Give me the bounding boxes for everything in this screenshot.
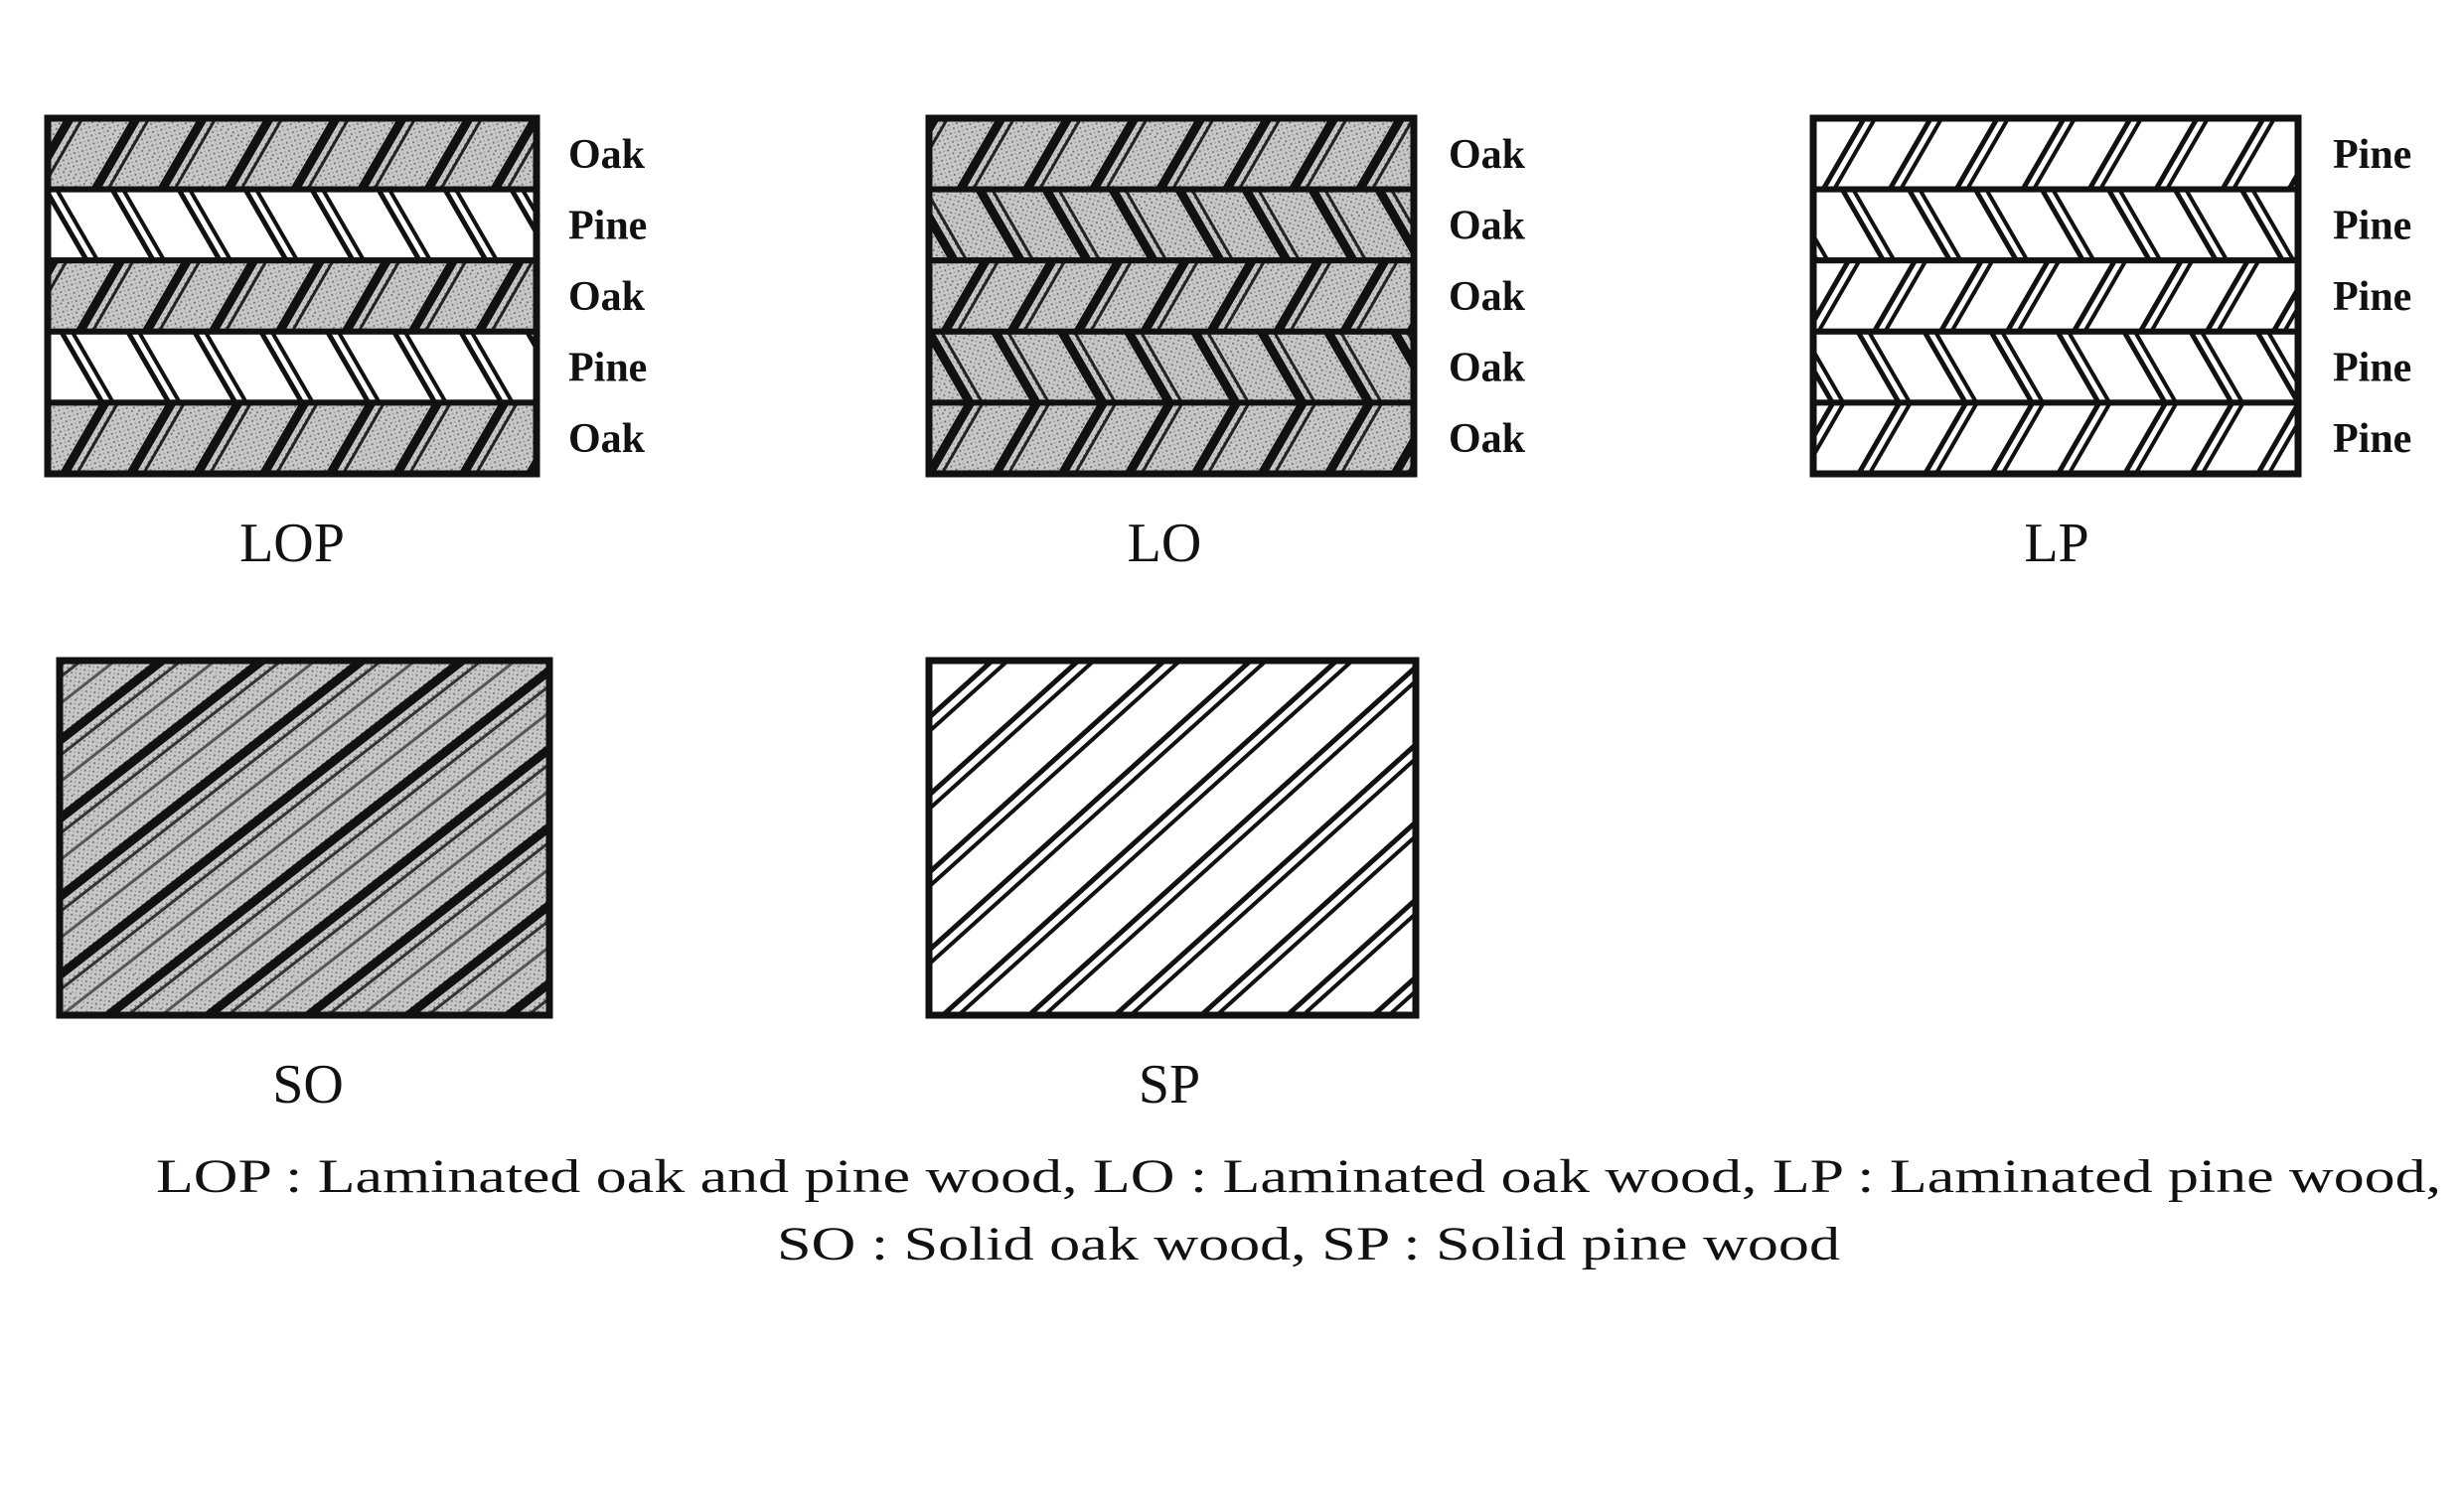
layer-label: Oak bbox=[1449, 346, 1526, 391]
layer-oak bbox=[926, 328, 1417, 406]
solid-block-oak bbox=[56, 657, 553, 1019]
panel-border bbox=[925, 114, 1418, 478]
layer-pine bbox=[45, 186, 539, 264]
layer-label: Pine bbox=[568, 203, 647, 248]
layer-pine bbox=[1810, 115, 2301, 193]
layer-oak bbox=[926, 186, 1417, 264]
panel-label: SP bbox=[1139, 1054, 1200, 1116]
panel-border bbox=[44, 114, 540, 478]
layer-label: Pine bbox=[2333, 203, 2411, 248]
layer-label: Pine bbox=[568, 346, 647, 391]
layer-label: Pine bbox=[2333, 274, 2411, 320]
panel-label: LOP bbox=[239, 513, 345, 574]
layer-label: Oak bbox=[568, 132, 646, 178]
layer-pine bbox=[1810, 328, 2301, 406]
panel-label: SO bbox=[272, 1054, 344, 1116]
caption-line-2: SO : Solid oak wood, SP : Solid pine woo… bbox=[777, 1218, 1840, 1270]
layer-label: Oak bbox=[1449, 132, 1526, 178]
panel-so: SO bbox=[56, 657, 553, 1116]
layer-pine bbox=[1810, 399, 2301, 477]
layer-oak bbox=[45, 399, 539, 477]
layer-oak bbox=[45, 257, 539, 335]
layer-label: Oak bbox=[1449, 274, 1526, 320]
layer-pine bbox=[1810, 257, 2301, 335]
panel-border bbox=[1809, 114, 2302, 478]
layer-label: Oak bbox=[568, 416, 646, 462]
caption-line-1: LOP : Laminated oak and pine wood, LO : … bbox=[156, 1150, 2441, 1203]
layer-label: Oak bbox=[1449, 203, 1526, 248]
panel-label: LO bbox=[1128, 513, 1202, 574]
layer-oak bbox=[45, 115, 539, 193]
layer-label: Pine bbox=[2333, 346, 2411, 391]
solid-block-pine bbox=[925, 657, 1420, 1019]
panel-label: LP bbox=[2024, 513, 2088, 574]
layer-label: Oak bbox=[1449, 416, 1526, 462]
layer-label: Pine bbox=[2333, 132, 2411, 178]
layer-label: Pine bbox=[2333, 416, 2411, 462]
layer-oak bbox=[926, 257, 1417, 335]
layer-oak bbox=[926, 399, 1417, 477]
panel-sp: SP bbox=[925, 657, 1420, 1116]
layer-pine bbox=[1810, 186, 2301, 264]
layer-oak bbox=[926, 115, 1417, 193]
layer-label: Oak bbox=[568, 274, 646, 320]
layer-pine bbox=[45, 328, 539, 406]
